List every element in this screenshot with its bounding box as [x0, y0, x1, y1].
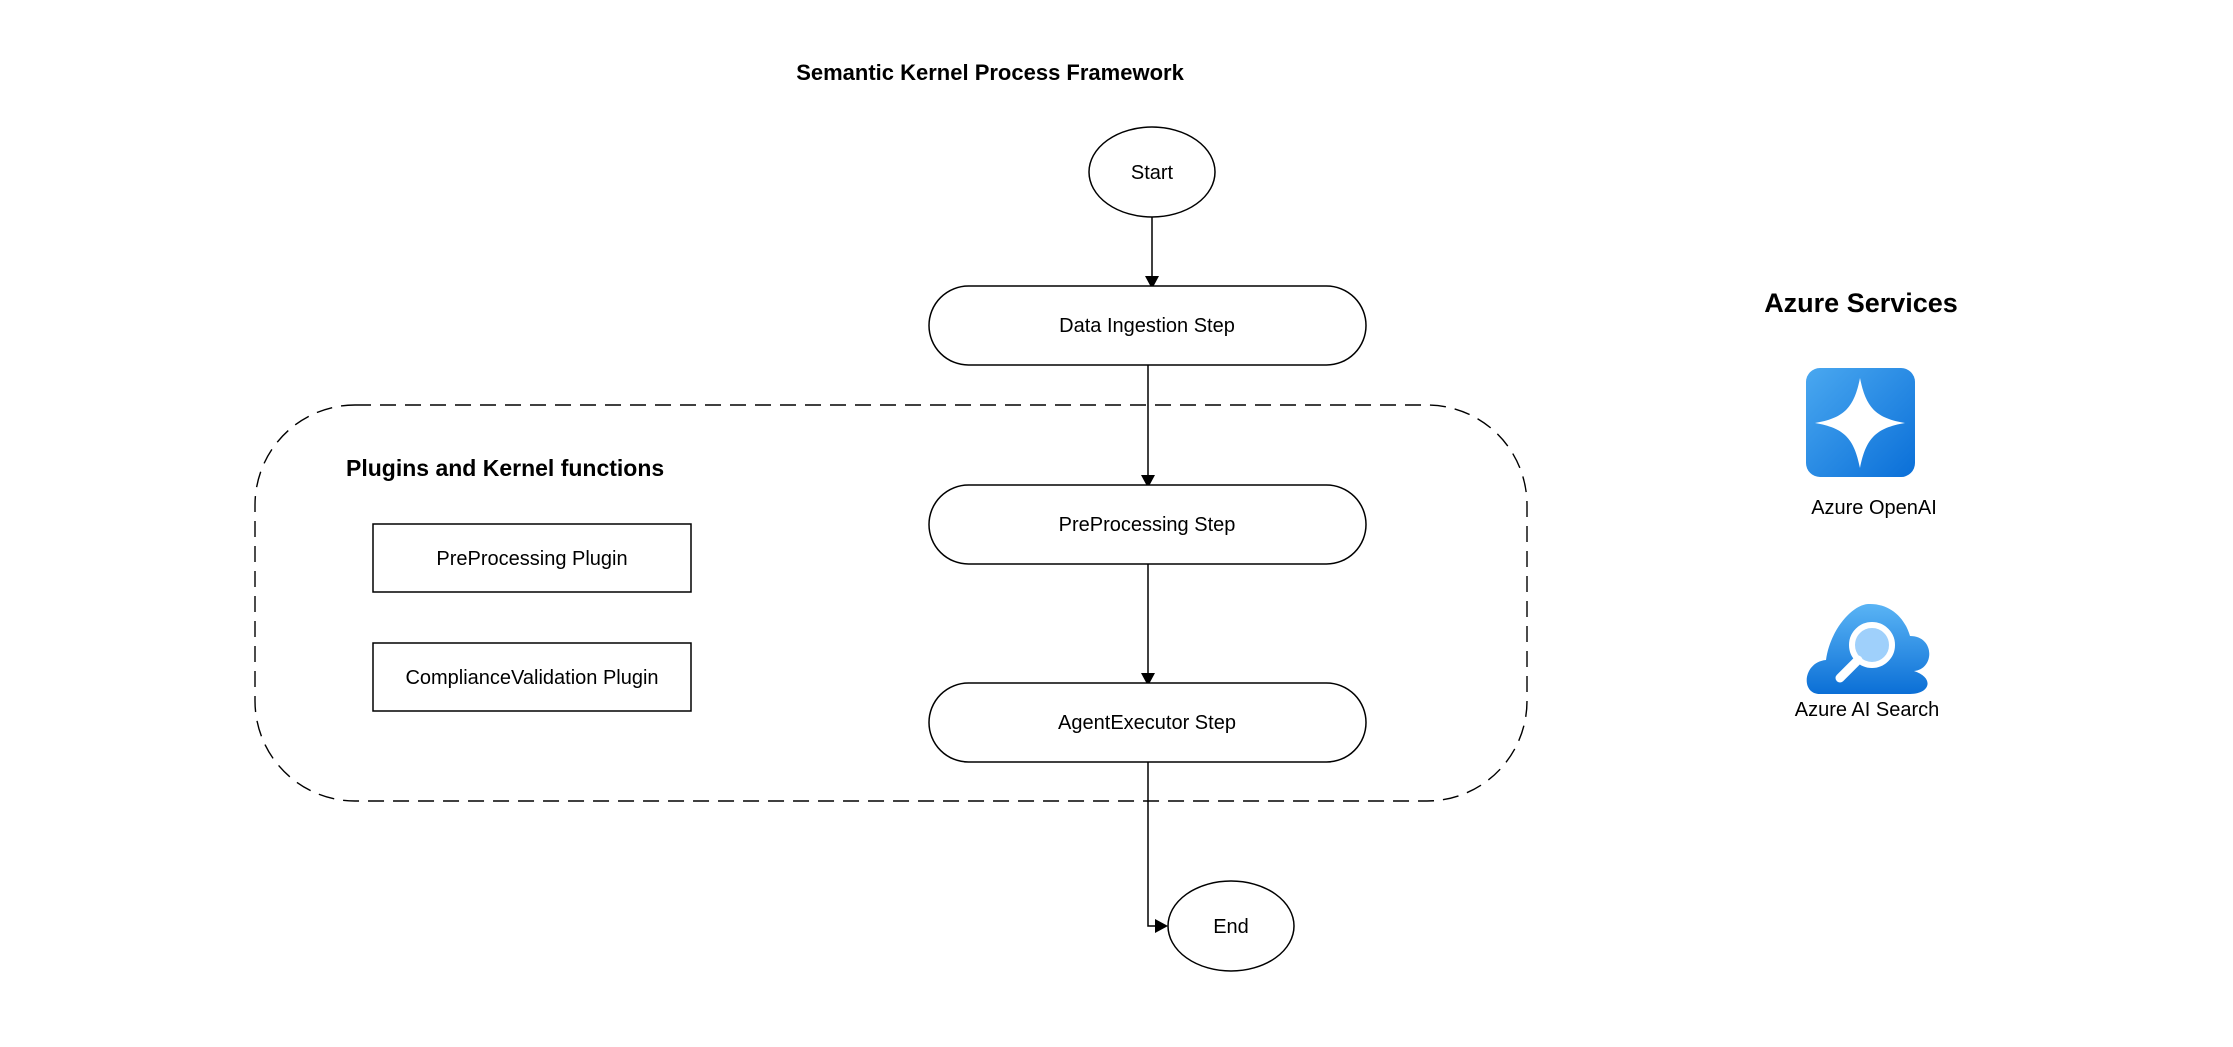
azure-openai-icon[interactable] — [1806, 368, 1915, 477]
preprocessing-plugin-label: PreProcessing Plugin — [436, 548, 627, 570]
arrowhead-ingestion — [1145, 276, 1159, 289]
end-node-label: End — [1213, 916, 1249, 938]
start-node[interactable] — [1088, 126, 1216, 218]
compliance-validation-plugin-box[interactable] — [372, 642, 692, 712]
azure-services-title: Azure Services — [1764, 288, 1958, 318]
diagram-title: Semantic Kernel Process Framework — [796, 60, 1184, 85]
agent-executor-step-node[interactable] — [928, 682, 1367, 763]
preprocessing-step-label: PreProcessing Step — [1059, 514, 1236, 536]
compliance-validation-plugin-label: ComplianceValidation Plugin — [405, 667, 658, 689]
azure-ai-search-label: Azure AI Search — [1795, 699, 1940, 721]
data-ingestion-step-node[interactable] — [928, 285, 1367, 366]
preprocessing-step-node[interactable] — [928, 484, 1367, 565]
end-node[interactable] — [1167, 880, 1295, 972]
azure-ai-search-icon[interactable] — [1806, 603, 1930, 694]
arrowhead-end — [1155, 919, 1168, 933]
arrowhead-agent — [1141, 673, 1155, 686]
plugins-group-title: Plugins and Kernel functions — [346, 455, 664, 481]
start-node-label: Start — [1131, 162, 1174, 184]
data-ingestion-step-label: Data Ingestion Step — [1059, 315, 1235, 337]
arrowhead-preprocessing — [1141, 475, 1155, 488]
preprocessing-plugin-box[interactable] — [372, 523, 692, 593]
plugins-group-container — [254, 404, 1528, 802]
azure-openai-label: Azure OpenAI — [1811, 497, 1937, 519]
edge-agent-to-end — [1147, 762, 1157, 927]
agent-executor-step-label: AgentExecutor Step — [1058, 712, 1236, 734]
